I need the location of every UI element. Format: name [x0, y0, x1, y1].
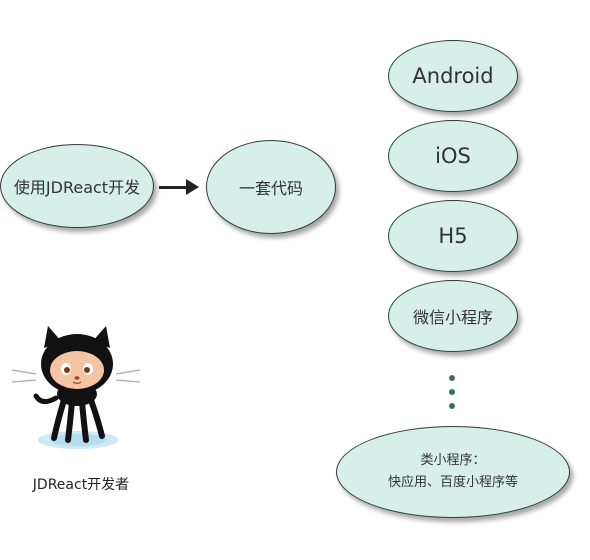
- node-h5-label: H5: [438, 224, 468, 248]
- node-use-jdreact-label: 使用JDReact开发: [13, 178, 141, 197]
- node-one-codebase: 一套代码: [206, 140, 336, 234]
- node-android: Android: [388, 40, 518, 112]
- node-wechat-mini-program-label: 微信小程序: [412, 308, 493, 327]
- node-h5: H5: [388, 200, 518, 272]
- node-mini-program-like-line1: 类小程序：: [420, 453, 486, 468]
- developer-label: JDReact开发者: [32, 477, 130, 493]
- octocat-icon: [11, 326, 141, 449]
- node-one-codebase-label: 一套代码: [238, 179, 303, 198]
- node-wechat-mini-program: 微信小程序: [388, 280, 518, 352]
- arrow-head-icon: [186, 179, 199, 195]
- node-use-jdreact: 使用JDReact开发: [0, 144, 154, 228]
- ellipsis-dot-3: [449, 403, 455, 409]
- node-android-label: Android: [412, 64, 494, 88]
- arrow-line: [159, 186, 189, 189]
- node-mini-program-like: 类小程序： 快应用、百度小程序等: [336, 426, 570, 518]
- node-ios: iOS: [388, 120, 518, 192]
- ellipsis-dot-1: [449, 375, 455, 381]
- ellipsis-dot-2: [449, 389, 455, 395]
- node-ios-label: iOS: [435, 144, 471, 168]
- node-mini-program-like-line2: 快应用、百度小程序等: [387, 475, 518, 490]
